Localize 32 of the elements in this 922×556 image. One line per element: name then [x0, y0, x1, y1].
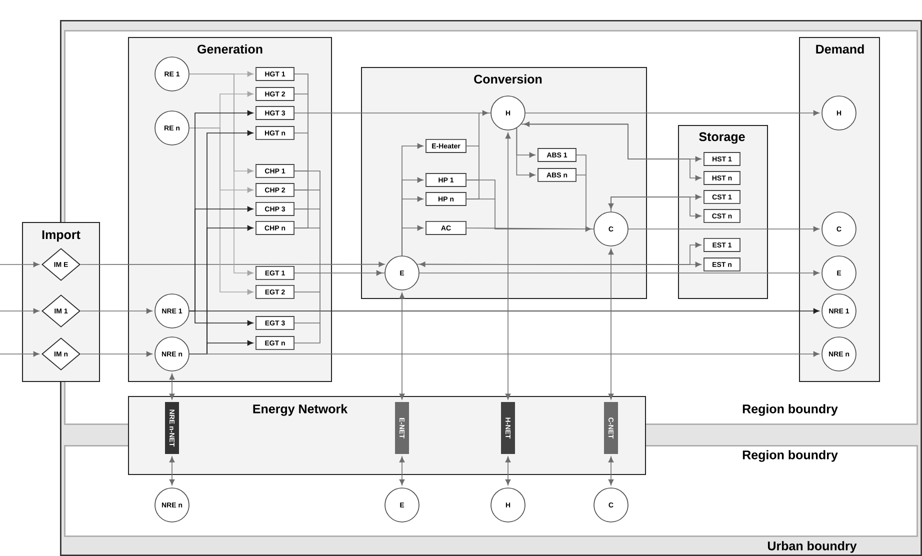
arrow: [608, 248, 614, 400]
arrow: [610, 196, 702, 219]
arrow: [80, 351, 152, 357]
arrow: [608, 194, 702, 210]
arrow: [189, 308, 820, 314]
arrow: [524, 122, 702, 162]
arrow: [505, 456, 511, 486]
arrow: [0, 262, 40, 268]
arrow: [419, 270, 820, 276]
arrow: [466, 154, 594, 232]
arrow: [0, 351, 40, 357]
arrow: [80, 262, 385, 267]
arrow: [169, 456, 175, 486]
arrow: [169, 374, 175, 400]
arrow: [189, 351, 820, 357]
arrow: [419, 242, 702, 267]
arrow: [189, 74, 254, 276]
arrow: [516, 128, 536, 178]
arrow: [402, 225, 424, 256]
arrow: [525, 110, 820, 116]
arrow: [505, 132, 511, 400]
arrow: [608, 456, 614, 486]
arrow: [189, 128, 254, 295]
arrow: [0, 308, 40, 314]
arrow: [399, 292, 405, 400]
arrow: [80, 308, 152, 314]
arrow: [520, 124, 702, 181]
arrow: [294, 74, 491, 228]
arrow: [399, 456, 405, 486]
arrow: [416, 262, 702, 268]
arrow: [294, 170, 385, 344]
arrow: [628, 226, 820, 232]
